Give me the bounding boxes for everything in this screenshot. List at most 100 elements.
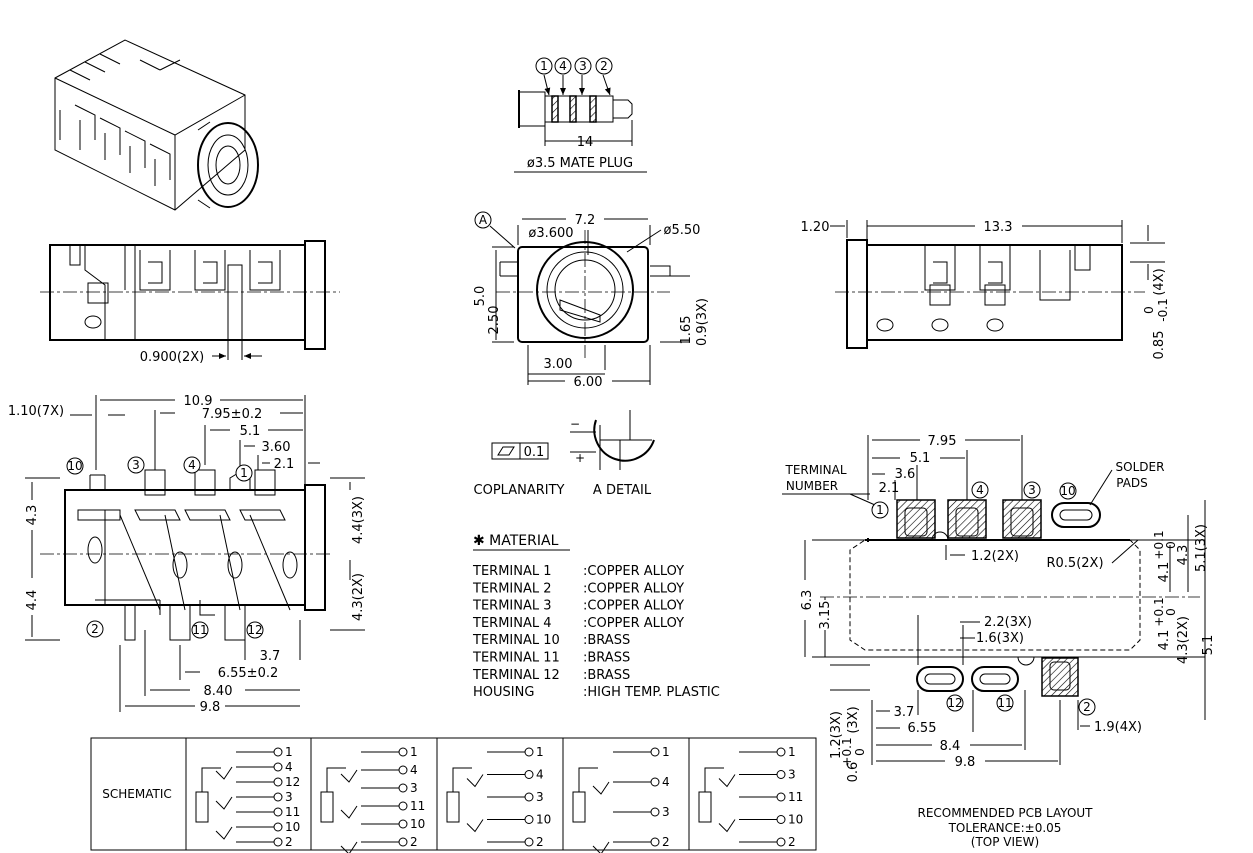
pcb-right-3: 4.3 — [1176, 545, 1191, 566]
side-view-left: 0.900(2X) — [40, 240, 340, 365]
schematic-terminal: 1 — [662, 745, 670, 759]
pcb-left-2: 0.6 — [846, 762, 861, 783]
svg-text:−: − — [570, 417, 580, 431]
pcb-dim-795: 7.95 — [928, 434, 957, 449]
top-term-1: 1 — [240, 466, 248, 480]
schematic-terminal: 1 — [536, 745, 544, 759]
coplanarity-detail: 0.1 COPLANARITY A DETAIL − + — [474, 410, 655, 498]
top-term-3: 3 — [132, 458, 140, 472]
plug-term-4: 4 — [559, 59, 567, 73]
schematic-terminal: 1 — [788, 745, 796, 759]
pcb-term-4: 4 — [976, 483, 984, 497]
schematic-terminal: 10 — [285, 820, 300, 834]
material-part: TERMINAL 4 — [472, 616, 552, 631]
pcb-term-3: 3 — [1028, 483, 1036, 497]
detail-label: A DETAIL — [593, 483, 652, 498]
schematic-table: SCHEMATIC 141231110214311102143102143213… — [90, 737, 817, 853]
side-left-pitch: 0.900(2X) — [140, 350, 205, 365]
front-half-height: 2.50 — [487, 306, 502, 335]
front-pin-thick: 0.9(3X) — [695, 298, 710, 346]
pcb-inner-r05: R0.5(2X) — [1046, 556, 1103, 571]
material-value: :BRASS — [583, 633, 630, 648]
front-width: 7.2 — [575, 213, 596, 228]
schematic-terminal: 10 — [410, 817, 425, 831]
side-right-tol-up: 0 — [1142, 306, 1156, 314]
mate-plug-view: 1 4 3 2 14 ø3.5 MATE PLUG — [514, 57, 647, 173]
schematic-terminal: 10 — [536, 813, 551, 827]
front-marker: A — [479, 213, 488, 227]
material-part: TERMINAL 11 — [472, 651, 560, 666]
top-dim-795: 7.95±0.2 — [202, 407, 263, 422]
material-part: TERMINAL 2 — [472, 581, 552, 596]
pcb-bottom-19: 1.9(4X) — [1094, 720, 1142, 735]
pcb-caption-2: TOLERANCE:±0.05 — [948, 821, 1062, 835]
pcb-term-10: 10 — [1060, 484, 1075, 498]
pcb-bottom-84: 8.4 — [940, 739, 961, 754]
schematic-terminal: 3 — [285, 790, 293, 804]
schematic-terminal: 2 — [285, 835, 293, 849]
top-dim-pin: 1.10(7X) — [8, 404, 64, 419]
material-part: TERMINAL 10 — [472, 633, 560, 648]
top-dim-51: 5.1 — [240, 424, 261, 439]
side-view-right: 1.20 13.3 0.85 0 -0.1 (4X) — [801, 220, 1170, 359]
plug-term-2: 2 — [600, 59, 608, 73]
schematic-terminal: 2 — [662, 835, 670, 849]
pcb-right-9: 5.1 — [1201, 635, 1216, 656]
schematic-terminal: 4 — [410, 763, 418, 777]
schematic-terminal: 1 — [410, 745, 418, 759]
pcb-term-11: 11 — [997, 696, 1012, 710]
pcb-left-3: +0.1 — [840, 737, 854, 766]
schematic-terminal: 12 — [285, 775, 300, 789]
material-title: ✱ MATERIAL — [473, 533, 559, 549]
top-dim-360: 3.60 — [262, 440, 291, 455]
top-dim-43: 4.3 — [25, 505, 40, 526]
side-right-pin: 0.85 — [1152, 331, 1167, 360]
top-term-4: 4 — [188, 458, 196, 472]
top-term-11: 11 — [192, 623, 207, 637]
pcb-bottom-37: 3.7 — [894, 705, 915, 720]
plug-caption: ø3.5 MATE PLUG — [527, 156, 633, 171]
pcb-bottom-98: 9.8 — [955, 755, 976, 770]
pcb-right-6: +0.1 — [1152, 597, 1166, 626]
schematic-terminal: 3 — [788, 768, 796, 782]
material-part: TERMINAL 3 — [472, 599, 552, 614]
top-dim-443x: 4.4(3X) — [351, 496, 366, 544]
pcb-solder-label-1: SOLDER — [1116, 460, 1165, 474]
schematic-terminal: 4 — [285, 760, 293, 774]
front-inner-dia: ø3.600 — [528, 226, 573, 241]
pcb-dim-51: 5.1 — [910, 451, 931, 466]
pcb-right-0: 4.1 — [1157, 562, 1172, 583]
top-dim-98: 9.8 — [200, 700, 221, 715]
pcb-left-4: 0 — [853, 748, 867, 756]
pcb-terminal-label-2: NUMBER — [786, 479, 838, 493]
pcb-right-7: 0 — [1164, 608, 1178, 616]
coplanarity-value: 0.1 — [524, 445, 545, 460]
material-part: TERMINAL 1 — [472, 564, 552, 579]
material-value: :COPPER ALLOY — [583, 599, 684, 614]
top-dim-432x: 4.3(2X) — [351, 573, 366, 621]
schematic-terminal: 2 — [536, 835, 544, 849]
pcb-right-5: 4.1 — [1157, 630, 1172, 651]
front-height: 5.0 — [473, 286, 488, 307]
top-term-2: 2 — [91, 622, 99, 636]
schematic-terminal: 11 — [410, 799, 425, 813]
pcb-caption-1: RECOMMENDED PCB LAYOUT — [917, 806, 1093, 820]
front-full-width: 6.00 — [574, 375, 603, 390]
pcb-inner-16: 1.6(3X) — [976, 631, 1024, 646]
schematic-terminal: 4 — [662, 775, 670, 789]
schematic-terminal: 3 — [536, 790, 544, 804]
schematic-terminal: 10 — [788, 813, 803, 827]
schematic-terminal: 4 — [536, 768, 544, 782]
top-dim-840: 8.40 — [204, 684, 233, 699]
pcb-dim-36: 3.6 — [895, 467, 916, 482]
side-right-length: 13.3 — [984, 220, 1013, 235]
side-right-count: (4X) — [1152, 268, 1167, 295]
pcb-right-2: 0 — [1164, 541, 1178, 549]
pcb-layout: 7.95 5.1 3.6 2.1 TERMINAL NUMBER SOLDER … — [782, 434, 1216, 849]
top-dim-0: 10.9 — [184, 394, 213, 409]
pcb-dim-21: 2.1 — [879, 481, 900, 496]
